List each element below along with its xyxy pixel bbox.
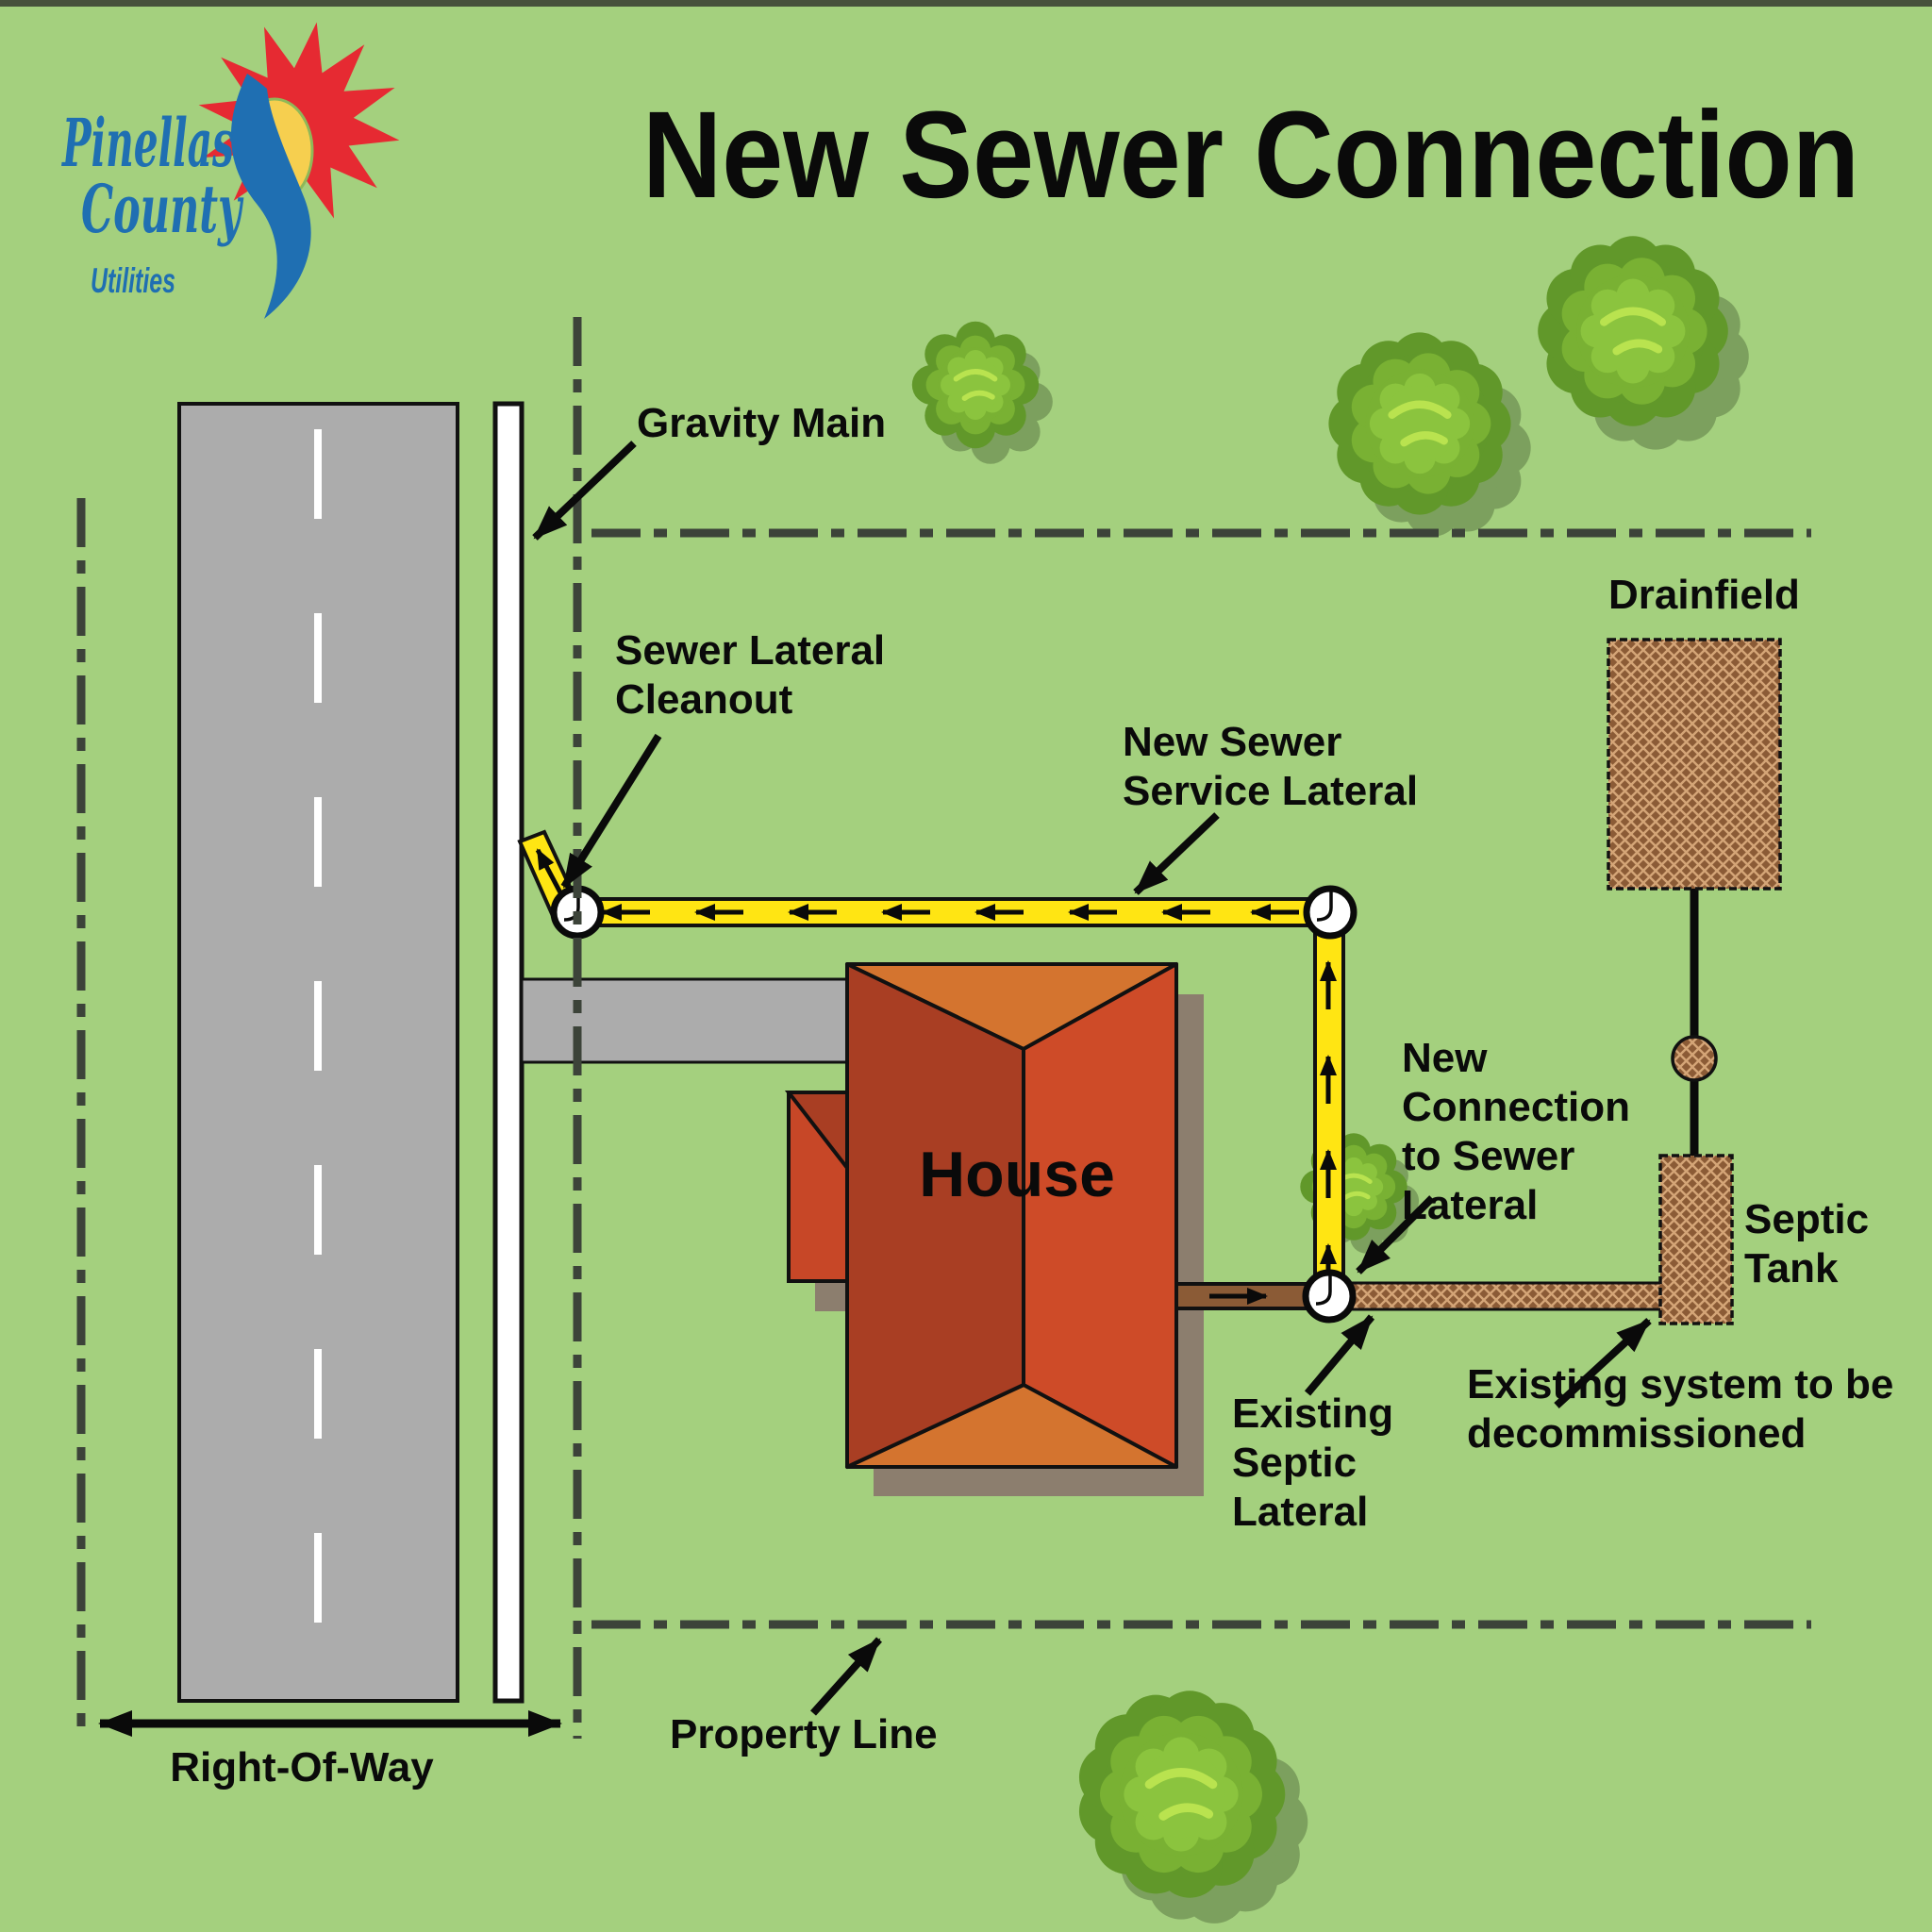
septic-tank-label-1: Septic — [1744, 1196, 1869, 1242]
tree-icon — [1328, 332, 1531, 537]
distribution-box — [1671, 1035, 1718, 1082]
existing-system-arrow-icon — [1554, 1318, 1652, 1408]
septic-lateral-arrow-icon — [1304, 1314, 1375, 1396]
property-line-arrow-icon — [810, 1637, 882, 1716]
logo-text-pinellas: Pinellas — [61, 104, 234, 182]
lateral-horizontal-segment — [562, 897, 1341, 927]
existing-system-label-2: decommissioned — [1467, 1410, 1806, 1457]
septic-tank — [1658, 1154, 1734, 1325]
tree-icon — [1538, 236, 1749, 450]
house — [845, 962, 1178, 1469]
service-lateral-arrow-icon — [1133, 812, 1220, 895]
cleanout-label-2: Cleanout — [615, 676, 793, 723]
house-label: House — [919, 1139, 1115, 1210]
new-connection-label-1: New — [1402, 1035, 1488, 1081]
septic-tank-label-2: Tank — [1744, 1245, 1839, 1291]
gravity-main-arrow-icon — [532, 441, 637, 541]
callout-arrows — [532, 441, 1652, 1716]
drainfield-label: Drainfield — [1608, 572, 1800, 618]
cleanout-arrow-icon — [560, 733, 662, 890]
page-title: New Sewer Connection — [642, 85, 1859, 224]
existing-septic-label-2: Septic — [1232, 1440, 1357, 1486]
cleanout-label-1: Sewer Lateral — [615, 627, 885, 674]
property-line-label: Property Line — [670, 1711, 938, 1757]
service-lateral-label-1: New Sewer — [1123, 719, 1341, 765]
gravity-main-label: Gravity Main — [637, 400, 886, 446]
existing-septic-system — [1174, 638, 1782, 1325]
existing-system-label-1: Existing system to be — [1467, 1361, 1893, 1407]
boundary-lines — [76, 317, 1811, 1739]
existing-septic-label-3: Lateral — [1232, 1489, 1368, 1535]
drainfield — [1607, 638, 1782, 891]
service-lateral-label-2: Service Lateral — [1123, 768, 1418, 814]
pinellas-county-logo: Pinellas County Utilities — [61, 22, 400, 319]
flow-arrow-diagonal-icon — [535, 848, 565, 898]
road — [177, 402, 459, 1703]
driveway — [520, 977, 849, 1064]
sun-icon — [198, 22, 400, 319]
flow-arrows — [601, 904, 1337, 1292]
new-connection-arrow-icon — [1356, 1195, 1435, 1274]
logo-text-utilities: Utilities — [91, 261, 175, 300]
septic-lateral-hatched-pipe — [1327, 1281, 1666, 1311]
new-connection-label-3: to Sewer — [1402, 1133, 1574, 1179]
right-of-way-label: Right-Of-Way — [170, 1744, 434, 1790]
top-border — [0, 0, 1932, 7]
house-wing — [784, 1091, 849, 1283]
new-connection-label-4: Lateral — [1402, 1182, 1538, 1228]
new-connection-label-2: Connection — [1402, 1084, 1630, 1130]
tree-icon — [911, 321, 1053, 464]
tree-icon — [1078, 1690, 1308, 1924]
logo-text-county: County — [81, 170, 244, 248]
gravity-main-pipe — [492, 401, 525, 1704]
existing-septic-label-1: Existing — [1232, 1391, 1393, 1437]
